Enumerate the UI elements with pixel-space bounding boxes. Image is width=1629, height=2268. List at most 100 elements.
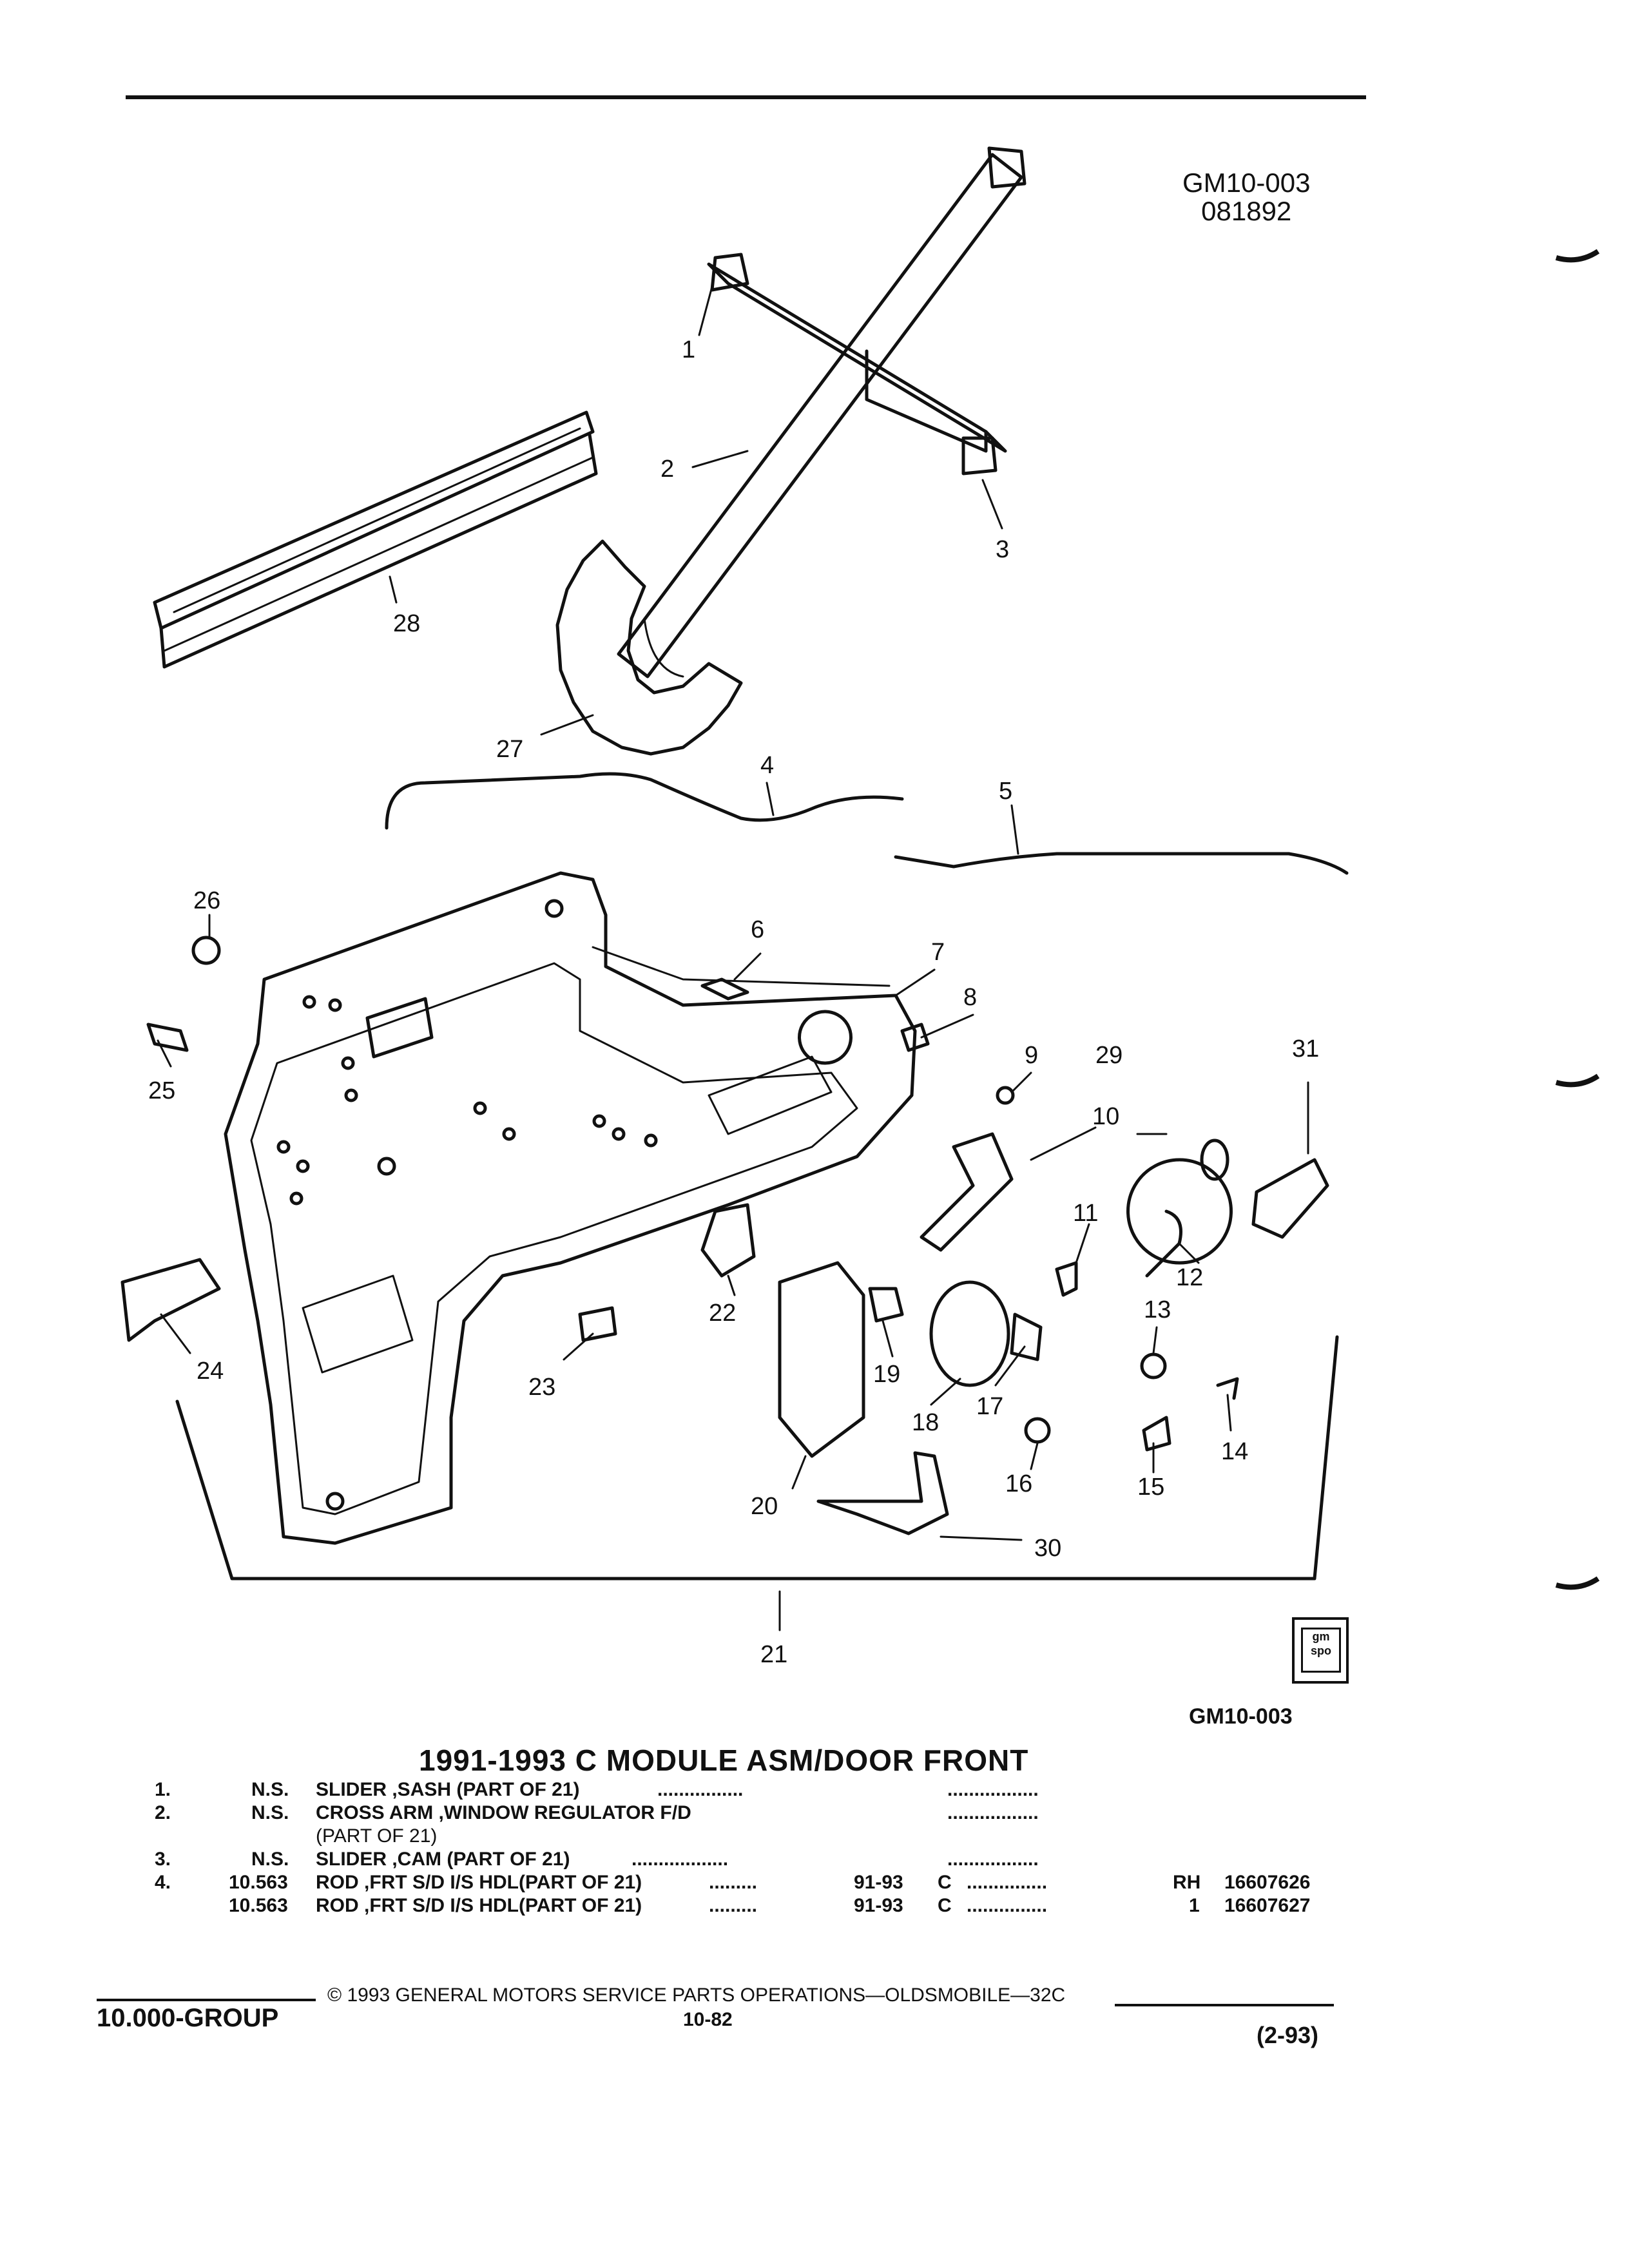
part-series: C bbox=[938, 1872, 952, 1893]
drum-18 bbox=[929, 1280, 1010, 1387]
part-num: 4. bbox=[155, 1872, 171, 1893]
small-parts bbox=[120, 936, 1329, 1535]
callout-11: 11 bbox=[1073, 1200, 1098, 1227]
callout-19: 19 bbox=[873, 1361, 900, 1388]
pin-14 bbox=[1216, 1377, 1239, 1400]
part-desc-continued: (PART OF 21) bbox=[316, 1825, 438, 1847]
plate-22 bbox=[700, 1203, 756, 1278]
callout-20: 20 bbox=[751, 1493, 778, 1520]
figure-code: GM10-003 bbox=[1189, 1704, 1293, 1729]
connector-19 bbox=[868, 1287, 904, 1323]
top-rule bbox=[126, 95, 1366, 99]
callout-5: 5 bbox=[999, 778, 1012, 805]
callout-6: 6 bbox=[751, 916, 764, 943]
part-num: 2. bbox=[155, 1802, 171, 1823]
part-desc: ROD ,FRT S/D I/S HDL(PART OF 21) bbox=[316, 1872, 642, 1893]
callout-24: 24 bbox=[197, 1358, 224, 1385]
part-number: 16607627 bbox=[1224, 1895, 1311, 1916]
sector-gear bbox=[555, 539, 743, 756]
diagram-code: GM10-003 bbox=[1182, 168, 1311, 198]
callout-2: 2 bbox=[660, 456, 674, 483]
part-desc: SLIDER ,CAM (PART OF 21) bbox=[316, 1849, 570, 1870]
part-code: N.S. bbox=[251, 1849, 289, 1870]
part-desc: ROD ,FRT S/D I/S HDL(PART OF 21) bbox=[316, 1895, 642, 1916]
nut-9 bbox=[996, 1086, 1015, 1105]
part-num: 1. bbox=[155, 1779, 171, 1800]
part-code: N.S. bbox=[251, 1779, 289, 1800]
callout-16: 16 bbox=[1005, 1470, 1032, 1497]
part-dots: ................ bbox=[657, 1779, 744, 1800]
callout-14: 14 bbox=[1221, 1438, 1248, 1465]
logo-text-top: gm bbox=[1312, 1630, 1330, 1643]
bolt-25 bbox=[146, 1023, 189, 1052]
callout-8: 8 bbox=[963, 984, 977, 1011]
part-dots: ................. bbox=[947, 1779, 1039, 1800]
footer-rule-right bbox=[1115, 2004, 1334, 2006]
leader-lines bbox=[157, 285, 1309, 1631]
part-qty: 1 bbox=[1189, 1895, 1200, 1916]
callout-9: 9 bbox=[1025, 1042, 1038, 1069]
callout-15: 15 bbox=[1137, 1474, 1164, 1501]
window-regulator-arms bbox=[617, 146, 1027, 678]
callout-10: 10 bbox=[1092, 1103, 1119, 1130]
clip-15 bbox=[1142, 1416, 1171, 1452]
footer-rule-left bbox=[97, 1999, 316, 2001]
part-series: C bbox=[938, 1895, 952, 1916]
part-years: 91-93 bbox=[854, 1895, 903, 1916]
rod-4 bbox=[385, 772, 904, 830]
callout-27: 27 bbox=[496, 736, 523, 763]
cover-29 bbox=[1126, 1158, 1233, 1265]
lock-cylinder-31 bbox=[1251, 1158, 1329, 1239]
part-desc: SLIDER ,SASH (PART OF 21) bbox=[316, 1779, 580, 1800]
lever-10 bbox=[920, 1132, 1014, 1252]
callout-4: 4 bbox=[760, 752, 774, 779]
rod-5 bbox=[894, 852, 1349, 875]
callout-28: 28 bbox=[393, 610, 420, 637]
part-dots: ......... bbox=[709, 1895, 758, 1916]
callout-labels: 1 2 3 4 5 6 7 8 9 10 11 12 13 14 15 16 1… bbox=[148, 336, 1319, 1668]
glass-channel bbox=[153, 410, 598, 669]
part-dots: ............... bbox=[967, 1872, 1048, 1893]
part-desc: CROSS ARM ,WINDOW REGULATOR F/D bbox=[316, 1802, 691, 1823]
callout-18: 18 bbox=[912, 1409, 939, 1436]
callout-25: 25 bbox=[148, 1077, 175, 1104]
callout-1: 1 bbox=[682, 336, 695, 363]
footer-group: 10.000-GROUP bbox=[97, 2004, 279, 2032]
callout-7: 7 bbox=[931, 939, 945, 966]
part-code: 10.563 bbox=[229, 1895, 288, 1916]
exploded-parts-diagram: 1 2 3 4 5 6 7 8 9 10 11 12 13 14 15 16 1… bbox=[120, 146, 1349, 1668]
part-qty: RH bbox=[1173, 1872, 1201, 1893]
footer-copyright: © 1993 GENERAL MOTORS SERVICE PARTS OPER… bbox=[327, 1984, 1066, 2006]
callout-3: 3 bbox=[996, 536, 1009, 563]
callout-26: 26 bbox=[193, 887, 220, 914]
part-num: 3. bbox=[155, 1849, 171, 1870]
callout-29: 29 bbox=[1095, 1042, 1123, 1069]
door-module-panel bbox=[224, 871, 917, 1545]
clip-8 bbox=[900, 1023, 930, 1052]
part-years: 91-93 bbox=[854, 1872, 903, 1893]
part-code: N.S. bbox=[251, 1802, 289, 1823]
part-dots: .................. bbox=[631, 1849, 729, 1870]
part-number: 16607626 bbox=[1224, 1872, 1311, 1893]
callout-12: 12 bbox=[1176, 1264, 1203, 1291]
section-title: 1991-1993 C MODULE ASM/DOOR FRONT bbox=[419, 1744, 1029, 1777]
bracket-30 bbox=[816, 1451, 949, 1535]
footer-page-number: 10-82 bbox=[683, 2009, 733, 2030]
bracket-17 bbox=[1010, 1312, 1043, 1361]
part-dots: ................. bbox=[947, 1849, 1039, 1870]
callout-30b: 30 bbox=[1034, 1535, 1061, 1562]
pin-26 bbox=[191, 936, 221, 965]
footer-date: (2-93) bbox=[1257, 2022, 1319, 2048]
binder-marks bbox=[1555, 249, 1600, 1590]
part-dots: ................. bbox=[947, 1802, 1039, 1823]
part-code: 10.563 bbox=[229, 1872, 288, 1893]
screw-6 bbox=[700, 977, 749, 1001]
gm-spo-logo: gm spo bbox=[1292, 1617, 1349, 1684]
logo-inner: gm spo bbox=[1301, 1628, 1341, 1673]
callout-17: 17 bbox=[976, 1393, 1003, 1420]
diagram-date: 081892 bbox=[1201, 196, 1292, 226]
part-dots: ......... bbox=[709, 1872, 758, 1893]
bracket-24 bbox=[120, 1258, 221, 1342]
diagram-code-block: GM10-003 081892 bbox=[1182, 169, 1310, 226]
clip-23 bbox=[578, 1306, 617, 1342]
